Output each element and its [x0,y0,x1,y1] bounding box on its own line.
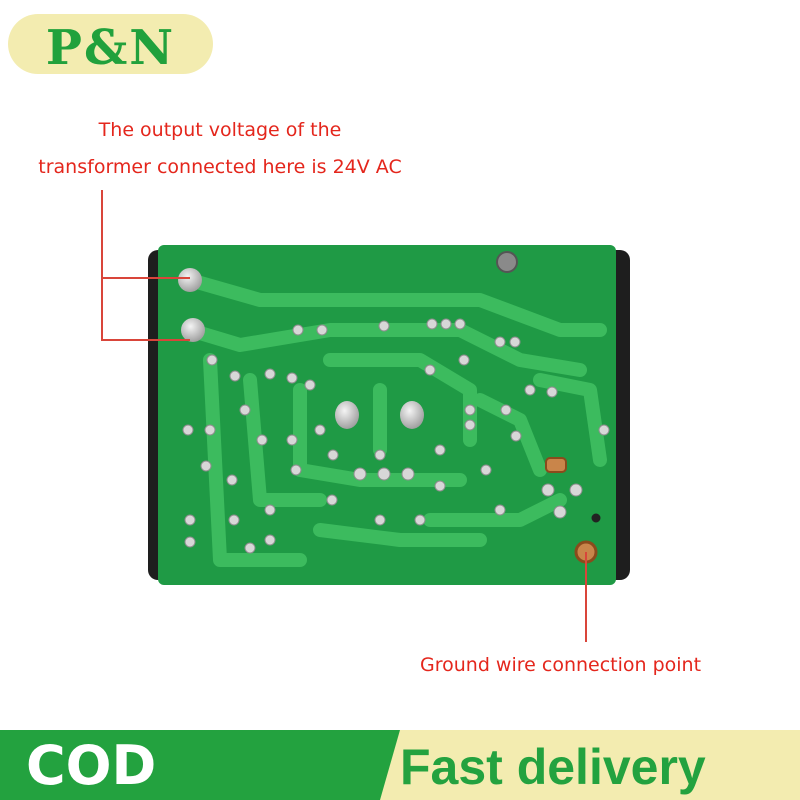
footer-background [0,730,800,800]
ground-callout: Ground wire connection point [420,654,702,676]
transformer-callout: The output voltage of the transformer co… [0,112,440,186]
transformer-terminal-bottom [181,318,205,342]
footer-banner: COD Fast delivery [0,730,800,800]
large-pad-left [335,401,359,429]
callout-leader-lines [101,190,587,642]
brand-logo: P&N [8,14,213,76]
brand-logo-text: P&N [45,20,176,76]
solder-joints [182,318,610,554]
cod-label: COD [26,734,157,797]
cod-badge: COD [0,730,400,800]
mounting-screw [496,251,518,273]
large-pad-right [400,401,424,429]
transformer-callout-line2: transformer connected here is 24V AC [38,156,402,178]
transformer-terminal-top [178,268,202,292]
fast-delivery-label: Fast delivery [400,739,706,795]
copper-pad [545,457,567,473]
transformer-callout-line1: The output voltage of the [98,119,342,141]
